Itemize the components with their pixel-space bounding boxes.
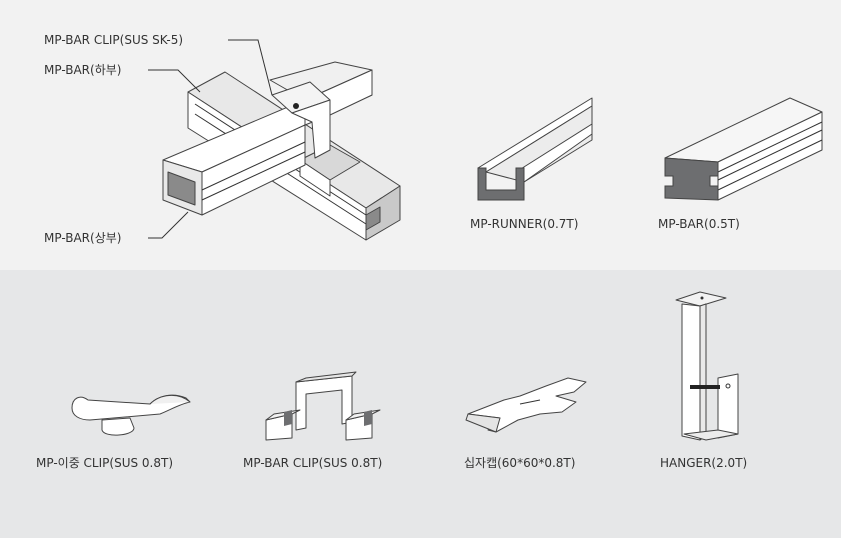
bar-clip-caption: MP-BAR CLIP(SUS 0.8T) [243, 456, 383, 470]
lower-bar-leader-line [148, 69, 201, 93]
top-panel [0, 0, 841, 270]
lower-bar-callout-label: MP-BAR(하부) [44, 63, 122, 77]
runner-caption: MP-RUNNER(0.7T) [470, 217, 579, 231]
mp-runner-illustration [477, 97, 593, 201]
cross-cap-caption: 십자캡(60*60*0.8T) [464, 456, 576, 470]
clip-callout-label: MP-BAR CLIP(SUS SK-5) [44, 33, 184, 47]
hanger-caption: HANGER(2.0T) [660, 456, 748, 470]
bar-clip-part [271, 81, 331, 159]
mp-bar-assembly-illustration [148, 39, 401, 241]
clip-leader-line [228, 39, 273, 96]
mp-bar-caption: MP-BAR(0.5T) [658, 217, 740, 231]
mp-bar-illustration [664, 97, 823, 201]
double-clip-caption: MP-이중 CLIP(SUS 0.8T) [36, 456, 174, 470]
upper-bar-callout-label: MP-BAR(상부) [44, 231, 122, 245]
upper-bar-leader-line [148, 211, 189, 239]
